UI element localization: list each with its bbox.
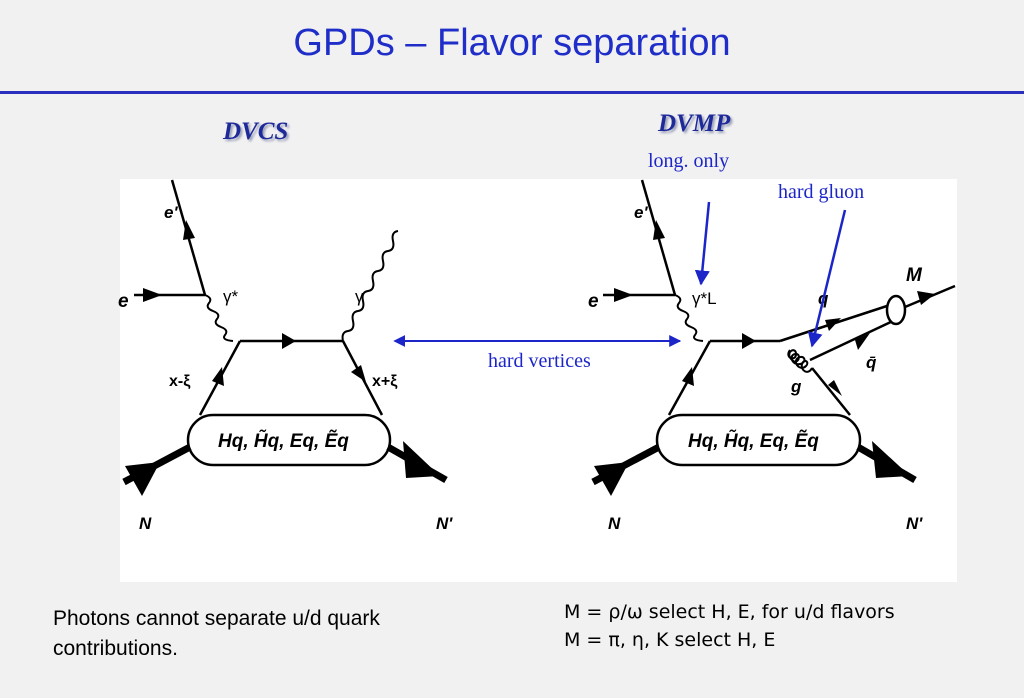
photon-note-line2: contributions. — [53, 637, 178, 660]
dvmp-label: DVMP — [658, 110, 731, 137]
hard-vertices-label: hard vertices — [488, 350, 591, 372]
long-only-label: long. only — [648, 150, 730, 172]
long-only-arrow — [694, 201, 711, 286]
left-n-out-label: N' — [436, 514, 453, 533]
left-gamma-star-label: γ* — [223, 287, 239, 306]
dvcs-diagram — [122, 179, 448, 496]
dvmp-diagram — [591, 179, 956, 496]
left-x-plus-label: x+ξ — [372, 373, 398, 390]
right-gpd-label: Hq, H̃q, Eq, Ẽq — [688, 429, 819, 452]
left-e-in-label: e — [118, 291, 129, 312]
right-meson-label: M — [906, 265, 923, 286]
left-gpd-label: Hq, H̃q, Eq, Ẽq — [218, 429, 349, 452]
right-gamma-l-label: γ*L — [692, 289, 717, 308]
feynman-diagram-panel — [120, 179, 957, 582]
meson-note-line2: M = π, η, K select H, E — [564, 629, 776, 651]
photon-note: Photons cannot separate u/d quark contri… — [53, 604, 380, 664]
left-gamma-label: γ — [355, 287, 364, 306]
title-divider — [0, 91, 1024, 94]
left-n-in-label: N — [139, 514, 152, 533]
photon-note-line1: Photons cannot separate u/d quark — [53, 607, 380, 630]
right-n-in-label: N — [608, 514, 621, 533]
right-antiquark-label: q̄ — [866, 353, 877, 372]
hard-gluon-arrow — [807, 209, 847, 348]
meson-note-line1: M = ρ/ω select H, E, for u/d flavors — [564, 601, 895, 623]
right-gluon-label: g — [790, 377, 802, 396]
hard-gluon-label: hard gluon — [778, 181, 865, 203]
left-x-minus-label: x-ξ — [169, 373, 191, 390]
right-n-out-label: N' — [906, 514, 923, 533]
right-e-in-label: e — [588, 291, 599, 312]
slide-title: GPDs – Flavor separation — [293, 22, 731, 64]
dvcs-label: DVCS — [223, 118, 289, 145]
right-e-out-label: e' — [634, 203, 648, 222]
left-e-out-label: e' — [164, 203, 178, 222]
